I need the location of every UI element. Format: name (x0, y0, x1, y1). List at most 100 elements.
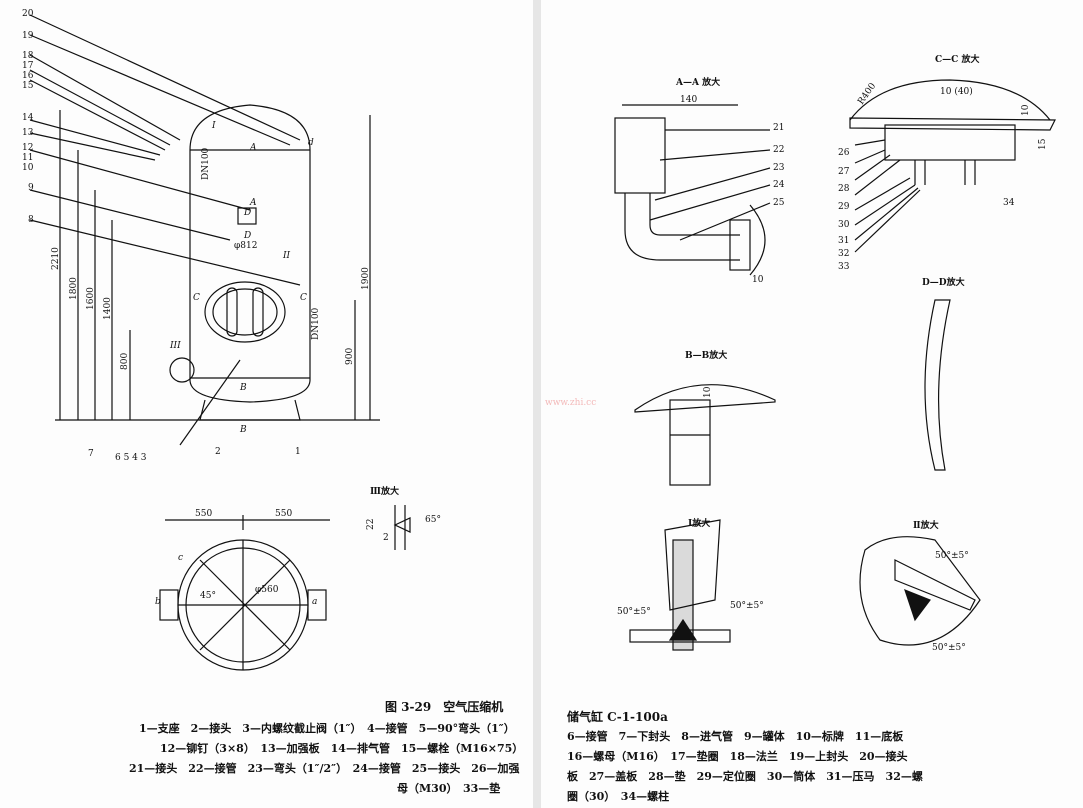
callout: 1 (295, 447, 301, 457)
callout: 14 (22, 113, 34, 123)
left-callouts: 20 19 18 17 16 15 14 13 12 11 10 9 8 7 1… (22, 9, 301, 463)
dim: 50°±5° (935, 551, 969, 561)
view-title: B—B放大 (685, 349, 727, 361)
callout: 12 (22, 143, 33, 153)
dim: 1900 (361, 267, 371, 290)
right-legend-line: 圈（30） 34—螺柱 (567, 790, 670, 803)
dim: φ560 (255, 585, 279, 595)
left-legend-line: 母（M30） 33—垫 (397, 782, 501, 795)
dim: 900 (345, 348, 355, 365)
watermark: www.zhi.cc (545, 398, 597, 408)
left-section-marks: A A D D C C B B I II III a b c d (155, 121, 317, 607)
callout: 15 (22, 81, 34, 91)
dim: 45° (200, 591, 216, 601)
dim: 550 (195, 509, 212, 519)
right-figure-title: 储气缸 C-1-100a (567, 710, 668, 724)
view-title: C—C 放大 (935, 53, 979, 65)
dim: 10 (40) (940, 86, 973, 97)
left-legend-line: 12—铆钉（3×8） 13—加强板 14—排气管 15—螺栓（M16×75） (160, 742, 524, 755)
callout: 26 (838, 148, 850, 158)
callout: 21 (773, 123, 784, 133)
dim: 1600 (86, 287, 96, 310)
dim: 140 (680, 95, 697, 105)
callout: 7 (88, 449, 94, 459)
mark: II (282, 251, 291, 261)
callout: 10 (22, 163, 34, 173)
mark: B (239, 383, 247, 393)
callout: 2 (215, 447, 221, 457)
view-title: D—D放大 (922, 276, 965, 288)
view-title: Ⅰ放大 (688, 517, 710, 529)
view-b-b (634, 384, 776, 486)
tank-plan (159, 505, 411, 671)
detail-ii (859, 536, 981, 646)
callout: 18 (22, 51, 34, 61)
callout: 16 (22, 71, 34, 81)
callout: 11 (22, 153, 33, 163)
view-title: Ⅱ放大 (913, 519, 939, 531)
dim: 65° (425, 515, 441, 525)
right-legend-line: 板 27—盖板 28—垫 29—定位圈 30—筒体 31—压马 32—螺 (567, 770, 923, 783)
mark: C (193, 293, 200, 303)
left-legend-line: 21—接头 22—接管 23—弯头（1″/2″） 24—接管 25—接头 26—… (129, 762, 520, 775)
tank-elevation (29, 14, 380, 446)
view-d-d (924, 299, 951, 471)
page-gutter (533, 0, 541, 808)
right-dimensions: 140 10 R400 10 (40) 10 15 10 50°±5° 50°±… (617, 81, 1048, 653)
callout: 24 (773, 180, 785, 190)
dim: 550 (275, 509, 292, 519)
weld-marks: 6 5 4 3 (115, 453, 147, 463)
callout: 23 (773, 163, 785, 173)
mark: a (312, 597, 317, 607)
right-legend-line: 16—螺母（M16） 17—垫圈 18—法兰 19—上封头 20—接头 (567, 750, 908, 763)
dim: 22 (366, 519, 376, 530)
view-c-c (849, 79, 1056, 253)
callout: 32 (838, 249, 849, 259)
callout: 22 (773, 145, 784, 155)
mark: D (243, 231, 251, 241)
dim: 50°±5° (617, 607, 651, 617)
dim: 800 (120, 353, 130, 370)
mark: A (249, 143, 257, 153)
dim: R400 (856, 81, 878, 107)
callout: 29 (838, 202, 850, 212)
mark: d (308, 138, 314, 148)
callout: 19 (22, 31, 34, 41)
detail-title: Ⅲ放大 (370, 485, 399, 497)
callout: 27 (838, 167, 850, 177)
left-figure-title: 图 3-29 空气压缩机 (385, 700, 504, 714)
dim: 1400 (103, 297, 113, 320)
dim: 10 (752, 275, 764, 285)
right-view-titles: A—A 放大 C—C 放大 D—D放大 B—B放大 Ⅰ放大 Ⅱ放大 (675, 53, 979, 531)
mark: I (211, 121, 216, 131)
dim: 50°±5° (730, 601, 764, 611)
dim: 10 (1021, 104, 1031, 116)
mark: b (155, 597, 161, 607)
right-callouts: 21 22 23 24 25 26 27 28 29 30 31 32 33 3… (773, 123, 1015, 272)
mark: D (243, 208, 251, 218)
dim: 2210 (51, 247, 61, 270)
mark: A (249, 198, 257, 208)
callout: 9 (28, 183, 34, 193)
dim: 2 (383, 533, 389, 543)
detail-i (629, 519, 731, 651)
callout: 34 (1003, 198, 1015, 208)
mark: C (300, 293, 307, 303)
callout: 30 (838, 220, 850, 230)
callout: 28 (838, 184, 850, 194)
mark: III (169, 341, 181, 351)
mark: c (178, 553, 183, 563)
callout: 33 (838, 262, 850, 272)
left-dimensions: 2210 1800 1600 1400 800 1900 900 φ812 DN… (51, 147, 441, 601)
dim: 15 (1038, 138, 1048, 150)
dim: DN100 (311, 307, 321, 340)
callout: 25 (773, 198, 785, 208)
view-a-a (614, 104, 771, 276)
left-legend-line: 1—支座 2—接头 3—内螺纹截止阀（1″） 4—接管 5—90°弯头（1″） (139, 722, 515, 735)
dim: 10 (703, 386, 713, 398)
dim: 1800 (69, 277, 79, 300)
callout: 20 (22, 9, 34, 19)
